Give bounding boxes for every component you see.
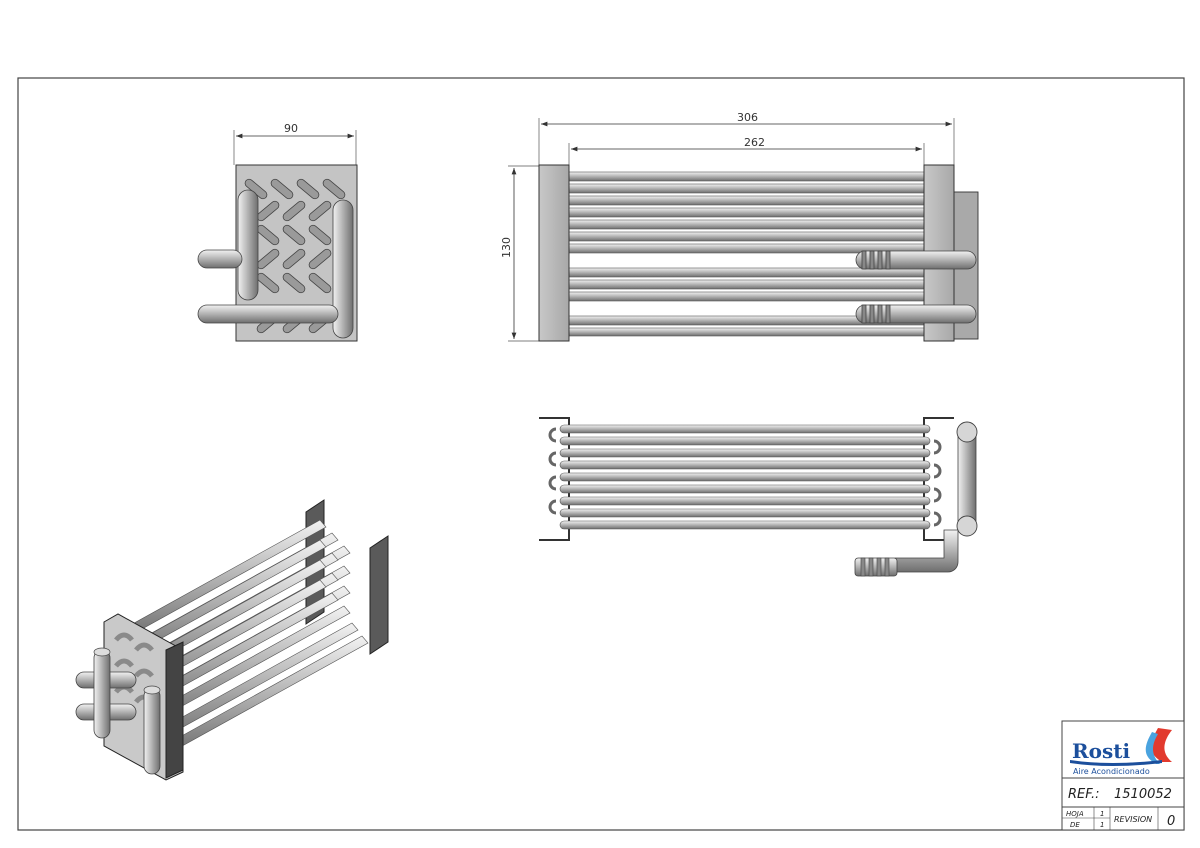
ref-label: REF.: (1068, 787, 1100, 802)
logo-subtitle: Aire Acondicionado (1073, 767, 1150, 776)
title-block: Rosti Aire Acondicionado REF.: 1510052 H… (1061, 720, 1185, 831)
sheet-border (17, 77, 1185, 831)
ref-value: 1510052 (1114, 787, 1172, 802)
front-view: 306 262 130 (500, 111, 979, 342)
hoja-label: HOJA (1066, 810, 1084, 818)
revision-value: 0 (1167, 814, 1175, 829)
side-view: 90 (197, 122, 358, 342)
dim-overall-length: 306 (737, 111, 758, 124)
top-view (539, 417, 978, 577)
de-label: DE (1070, 821, 1080, 829)
revision-label: REVISION (1114, 815, 1152, 824)
hoja-value: 1 (1100, 810, 1104, 818)
logo-text: Rosti (1072, 739, 1130, 763)
isometric-view (75, 499, 389, 781)
dim-side-width: 90 (284, 122, 298, 135)
de-value: 1 (1100, 821, 1104, 829)
rosti-logo: Rosti Aire Acondicionado (1070, 728, 1172, 776)
dim-tube-length: 262 (744, 136, 765, 149)
dim-height: 130 (500, 237, 513, 258)
